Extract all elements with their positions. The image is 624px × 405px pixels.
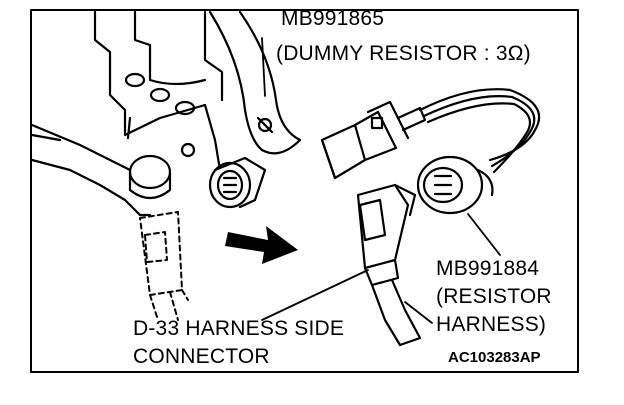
leader-lines bbox=[261, 37, 501, 324]
connector-label-line-2: CONNECTOR bbox=[133, 345, 270, 368]
bracket-bolt bbox=[180, 142, 196, 158]
dummy-resistor-part-number: MB991865 bbox=[281, 7, 385, 30]
vehicle-connector bbox=[208, 156, 267, 209]
bracket-hole-2 bbox=[149, 87, 171, 103]
bracket-hole-3 bbox=[174, 100, 196, 116]
resistor-harness-part-number: MB991884 bbox=[436, 257, 540, 280]
steering-housing bbox=[208, 10, 302, 155]
resistor-wires bbox=[418, 88, 541, 174]
dummy-resistor-description: (DUMMY RESISTOR : 3Ω) bbox=[276, 42, 531, 65]
connector-label-line-1: D-33 HARNESS SIDE bbox=[133, 317, 345, 340]
figure-code: AC103283AP bbox=[448, 349, 541, 366]
resistor-harness-connector bbox=[416, 155, 494, 215]
dummy-resistor bbox=[320, 100, 427, 180]
bracket-hole-1 bbox=[124, 72, 146, 88]
figure-frame bbox=[30, 9, 579, 373]
plug-connector bbox=[356, 183, 417, 287]
direction-arrow bbox=[225, 226, 298, 264]
lower-frame bbox=[30, 123, 152, 217]
connector-knob bbox=[128, 154, 172, 200]
resistor-harness-description-2: HARNESS) bbox=[436, 313, 547, 336]
harness-side-connector-outline bbox=[139, 211, 189, 321]
vehicle-bracket bbox=[93, 10, 242, 180]
resistor-harness-description-1: (RESISTOR bbox=[436, 285, 552, 308]
harness-wires bbox=[370, 278, 422, 347]
